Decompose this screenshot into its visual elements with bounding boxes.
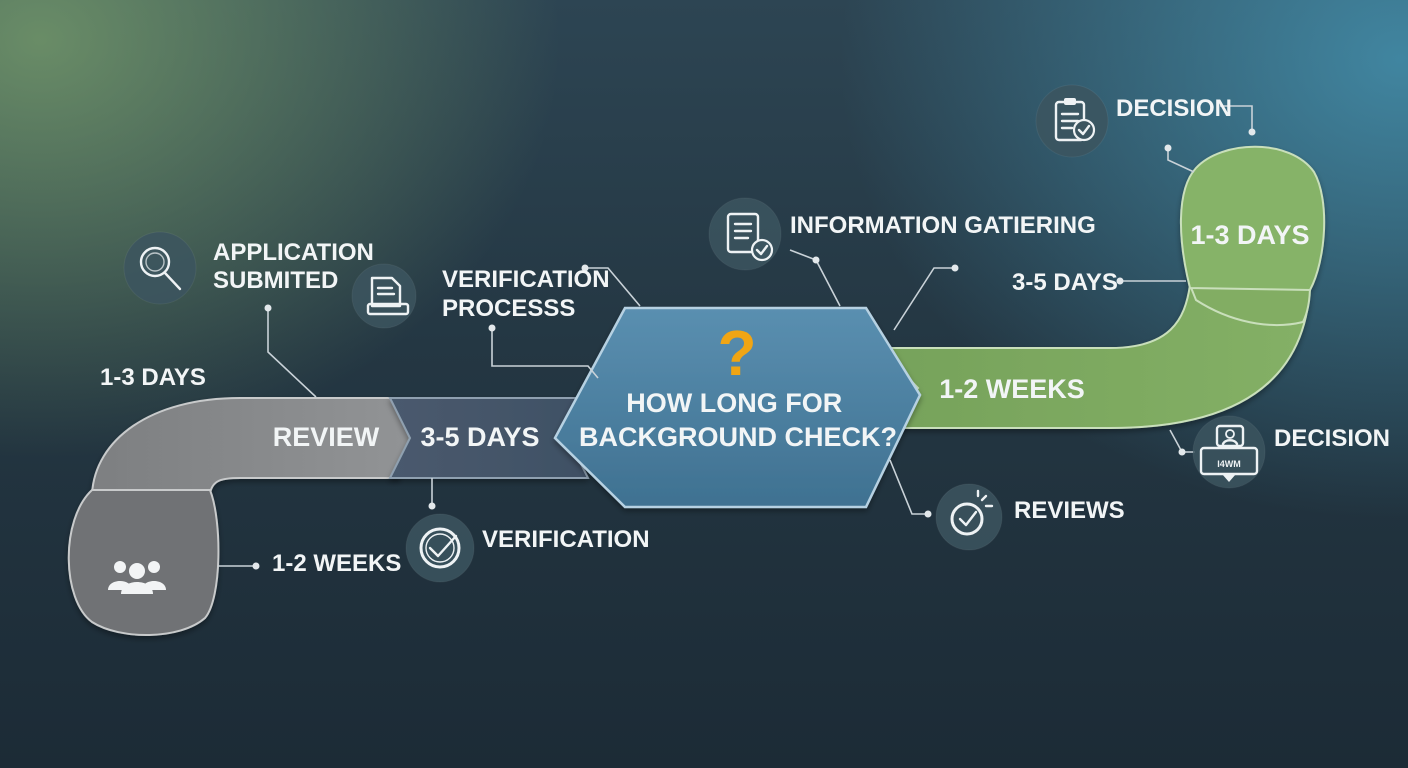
id-card-text: I4WM [1217, 459, 1241, 469]
check-circle-icon [405, 513, 475, 583]
title-line-1: HOW LONG FOR [626, 388, 842, 418]
page-title: HOW LONG FOR BACKGROUND CHECK? [579, 388, 897, 452]
review-track [67, 397, 420, 636]
decision-top-callout: DECISION [1116, 95, 1232, 122]
clipboard-check-icon [1035, 84, 1109, 158]
search-icon [123, 231, 197, 305]
verification-process-line-2: PROCESSS [442, 295, 575, 322]
verification-process-callout: VERIFICATION PROCESSS [442, 266, 616, 322]
document-icon [351, 263, 417, 329]
application-callout-line-1: APPLICATION [213, 239, 374, 266]
one-three-days-callout: 1-3 DAYS [100, 364, 206, 391]
application-callout: APPLICATION SUBMITED [213, 239, 381, 294]
question-mark: ? [717, 317, 756, 389]
review-base-blob [67, 489, 220, 636]
curve-duration-label: 1-3 DAYS [1190, 220, 1309, 250]
verify-duration-label: 3-5 DAYS [420, 422, 539, 452]
review-curve-segment [90, 397, 420, 495]
decision-right-callout: DECISION [1274, 425, 1390, 452]
connectors [218, 105, 1256, 570]
center-hexagon [553, 306, 922, 509]
verification-callout: VERIFICATION [482, 526, 650, 553]
green-middle-band [1188, 284, 1312, 327]
people-icon [108, 561, 166, 594]
application-callout-line-2: SUBMITED [213, 267, 338, 294]
one-two-weeks-callout: 1-2 WEEKS [272, 550, 401, 577]
review-label: REVIEW [273, 422, 380, 452]
check-badge-icon [935, 483, 1003, 551]
three-five-days-callout: 3-5 DAYS [1012, 269, 1118, 296]
green-weeks-label: 1-2 WEEKS [939, 374, 1085, 404]
title-line-2: BACKGROUND CHECK? [579, 422, 897, 452]
information-gathering-callout: INFORMATION GATIERING [790, 212, 1096, 239]
id-card-icon: I4WM [1192, 415, 1266, 489]
green-top-blob [1180, 145, 1326, 292]
checklist-icon [708, 197, 782, 271]
reviews-callout: REVIEWS [1014, 497, 1125, 524]
verification-process-line-1: VERIFICATION [442, 266, 610, 293]
green-track [877, 145, 1326, 429]
